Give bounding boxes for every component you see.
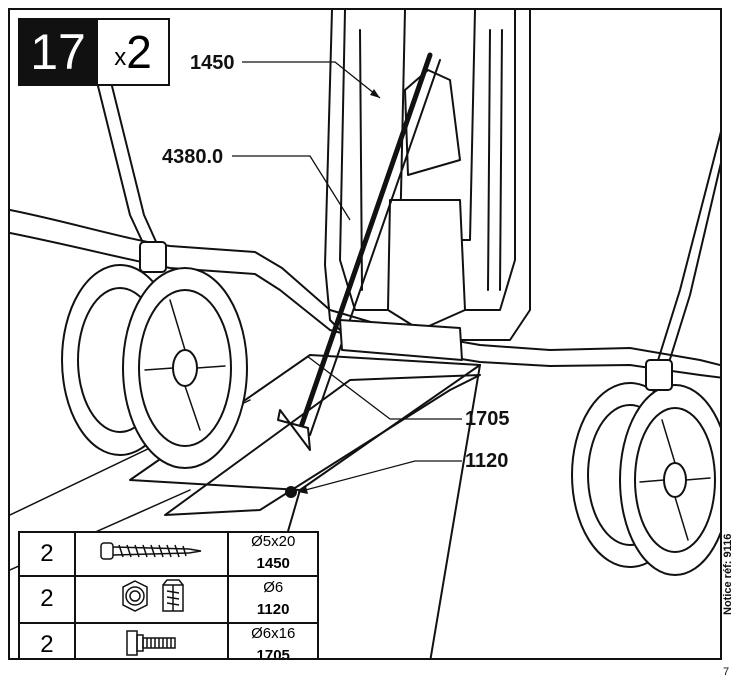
part-image <box>73 531 230 577</box>
part-spec: Ø5x20 1450 <box>227 531 319 577</box>
part-qty: 2 <box>18 622 76 658</box>
part-image <box>73 622 230 658</box>
part-size: Ø5x20 <box>251 533 296 551</box>
instruction-frame: 17 x 2 1450 4380.0 1705 1120 2 <box>8 8 722 660</box>
step-number: 17 <box>18 18 98 86</box>
bolt-icon <box>125 629 176 656</box>
multiplier-count: 2 <box>126 26 152 78</box>
callout-1450: 1450 <box>190 52 235 74</box>
callout-4380: 4380.0 <box>162 146 224 168</box>
callout-1120: 1120 <box>465 450 509 472</box>
multiplier-x: x <box>114 44 127 71</box>
nut-icon <box>121 579 184 612</box>
step-indicator: 17 x 2 <box>18 18 170 86</box>
part-spec: Ø6x16 1705 <box>227 622 319 660</box>
table-row: 2 Ø5x20 1450 <box>18 531 319 577</box>
part-image <box>73 574 230 625</box>
part-spec: Ø6 1120 <box>227 574 319 625</box>
part-size: Ø6x16 <box>251 624 296 642</box>
table-row: 2 Ø6x16 1705 <box>18 622 319 660</box>
part-code: 1705 <box>256 646 290 660</box>
assembly-illustration <box>10 10 720 658</box>
table-row: 2 Ø6 1120 <box>18 574 319 625</box>
part-qty: 2 <box>18 531 76 577</box>
part-code: 1450 <box>256 555 290 573</box>
step-multiplier: x 2 <box>98 18 170 86</box>
part-size: Ø6 <box>263 578 284 596</box>
page-number: 7 <box>723 666 730 678</box>
part-code: 1120 <box>256 600 290 618</box>
screw-icon <box>99 542 201 561</box>
parts-table: 2 Ø5x20 1450 2 <box>18 531 319 660</box>
callout-1705: 1705 <box>465 408 510 430</box>
part-qty: 2 <box>18 574 76 625</box>
notice-reference: Notice réf: 9116 <box>719 486 732 621</box>
notice-reference-text: Notice réf: 9116 <box>722 533 732 615</box>
